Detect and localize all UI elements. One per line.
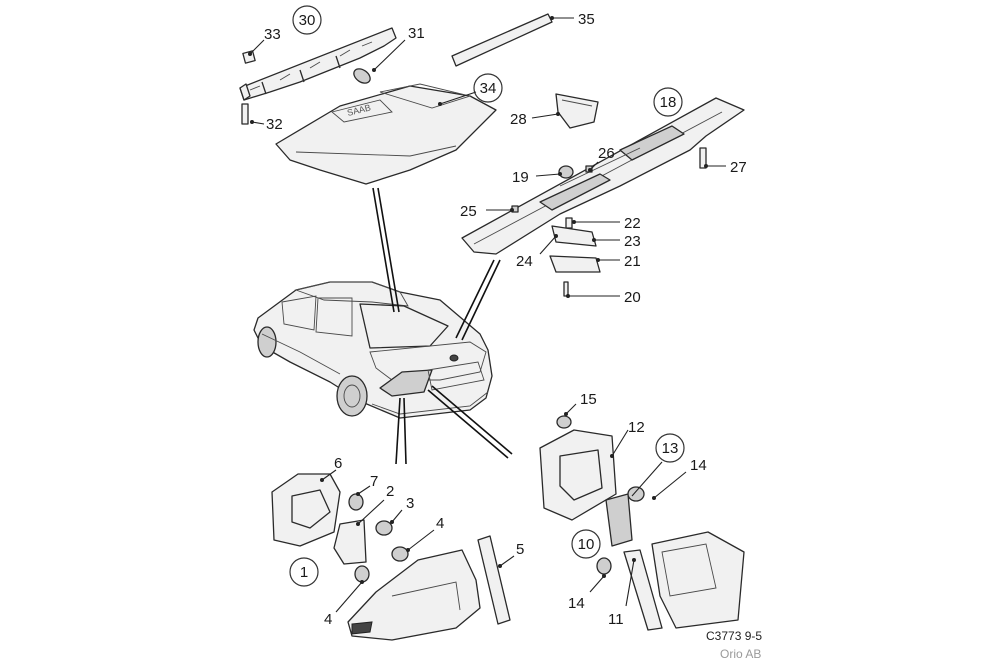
- callout-31: 31: [408, 25, 425, 42]
- callout-3: 3: [406, 495, 414, 512]
- callout-15: 15: [580, 391, 597, 408]
- svg-text:18: 18: [660, 94, 677, 111]
- callout-32: 32: [266, 116, 283, 133]
- callout-1: 1: [289, 557, 319, 587]
- callout-6: 6: [334, 455, 342, 472]
- svg-text:34: 34: [480, 80, 497, 97]
- callout-18: 18: [653, 87, 683, 117]
- callout-35: 35: [578, 11, 595, 28]
- svg-text:13: 13: [662, 440, 679, 457]
- callout-30: 30: [292, 5, 322, 35]
- callout-12: 12: [628, 419, 645, 436]
- callout-33: 33: [264, 26, 281, 43]
- zoom-lines: [372, 187, 513, 465]
- inner-lamp-assembly: [539, 415, 745, 631]
- callout-labels: 30 33 31 32 34 35 18 28 26 27 19 25 22 2…: [264, 5, 747, 628]
- svg-text:10: 10: [578, 536, 595, 553]
- callout-13: 13: [655, 433, 685, 463]
- callout-34: 34: [473, 73, 503, 103]
- callout-21: 21: [624, 253, 641, 270]
- callout-14-lower: 14: [568, 595, 585, 612]
- high-brake-light-assembly: [239, 27, 397, 125]
- car-illustration: [253, 281, 493, 419]
- callout-2: 2: [386, 483, 394, 500]
- trunk-lid-panel: [461, 93, 745, 297]
- callout-10: 10: [571, 529, 601, 559]
- callout-24: 24: [516, 253, 533, 270]
- tail-lamp-assembly: [271, 473, 511, 641]
- callout-27: 27: [730, 159, 747, 176]
- callout-22: 22: [624, 215, 641, 232]
- callout-25: 25: [460, 203, 477, 220]
- callout-5: 5: [516, 541, 524, 558]
- svg-text:30: 30: [299, 12, 316, 29]
- callout-26: 26: [598, 145, 615, 162]
- diagram-reference-code: C3773 9-5: [706, 629, 762, 643]
- brake-light-cover: SAAB: [275, 83, 497, 185]
- callout-11: 11: [608, 611, 624, 628]
- callout-14-upper: 14: [690, 457, 707, 474]
- callout-7: 7: [370, 473, 378, 490]
- svg-text:1: 1: [300, 564, 308, 581]
- callout-20: 20: [624, 289, 641, 306]
- trim-strip: [451, 13, 553, 67]
- diagram-source-credit: Orio AB: [720, 647, 761, 661]
- callout-4-lower: 4: [324, 611, 332, 628]
- callout-23: 23: [624, 233, 641, 250]
- callout-4-upper: 4: [436, 515, 444, 532]
- callout-19: 19: [512, 169, 529, 186]
- leader-lines: [248, 16, 726, 613]
- callout-28: 28: [510, 111, 527, 128]
